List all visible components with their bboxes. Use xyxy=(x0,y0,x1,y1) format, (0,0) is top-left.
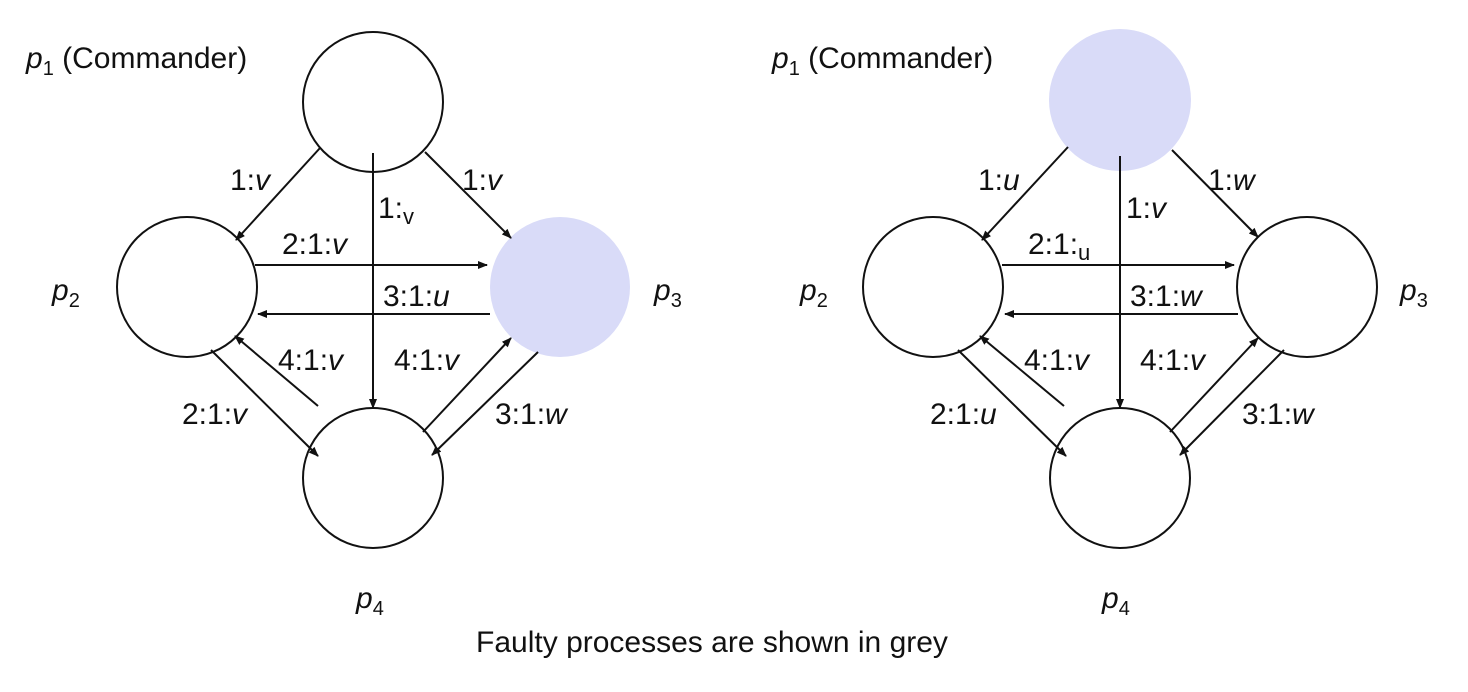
msg-p1-p2-left: 1:v xyxy=(230,164,272,197)
node-p3-left xyxy=(490,217,630,357)
node-p4-right xyxy=(1049,407,1191,549)
diagram-left: p1 (Commander) p2 p3 p4 1:v 1:v 1:v 2:1:… xyxy=(25,31,682,620)
msg-p1-p4-left: 1:v xyxy=(378,192,414,229)
node-p1-right xyxy=(1049,29,1191,171)
label-p4-right: p4 xyxy=(1101,582,1130,620)
label-p3-right: p3 xyxy=(1399,274,1428,312)
msg-p1-p2-right: 1:u xyxy=(978,164,1020,197)
msg-p1-p3-right: 1:w xyxy=(1208,164,1257,197)
msg-p4-p2-right: 4:1:v xyxy=(1024,344,1091,377)
caption: Faulty processes are shown in grey xyxy=(476,626,948,659)
arrow-p4-p2-right xyxy=(979,335,1065,407)
msg-p4-p3-left: 4:1:v xyxy=(394,344,461,377)
msg-p4-p2-left: 4:1:v xyxy=(278,344,345,377)
arrow-p1-p3-left xyxy=(424,151,512,239)
label-p2-right: p2 xyxy=(799,274,828,312)
node-p2-left xyxy=(116,216,258,358)
arrow-p2-p4-left xyxy=(210,349,319,457)
diagram-right: p1 (Commander) p2 p3 p4 1:u 1:v 1:w 2:1:… xyxy=(771,29,1428,620)
arrow-p3-p4-left xyxy=(431,351,539,456)
msg-p2-p4-right: 2:1:u xyxy=(930,398,997,431)
msg-p2-p3-right: 2:1:u xyxy=(1028,228,1090,265)
arrow-p4-p3-right xyxy=(1169,337,1259,433)
msg-p1-p3-left: 1:v xyxy=(462,164,504,197)
arrow-p2-p4-right xyxy=(957,349,1067,457)
node-p1-left xyxy=(302,31,444,173)
label-p1-left: p1 (Commander) xyxy=(25,42,247,80)
msg-p3-p2-left: 3:1:u xyxy=(383,280,450,313)
msg-p3-p4-left: 3:1:w xyxy=(495,398,569,431)
arrow-p1-p2-left xyxy=(235,147,321,241)
msg-p3-p2-right: 3:1:w xyxy=(1130,280,1204,313)
msg-p1-p4-right: 1:v xyxy=(1126,192,1168,225)
label-p3-left: p3 xyxy=(653,274,682,312)
label-p4-left: p4 xyxy=(355,582,384,620)
arrow-p3-p4-right xyxy=(1179,349,1285,456)
msg-p2-p3-left: 2:1:v xyxy=(282,228,349,261)
msg-p2-p4-left: 2:1:v xyxy=(182,398,249,431)
node-p4-left xyxy=(302,407,444,549)
arrow-p1-p3-right xyxy=(1171,149,1259,238)
msg-p3-p4-right: 3:1:w xyxy=(1242,398,1316,431)
node-p3-right xyxy=(1236,216,1378,358)
arrow-p1-p2-right xyxy=(981,146,1069,241)
arrow-p4-p2-left xyxy=(234,335,319,407)
msg-p4-p3-right: 4:1:v xyxy=(1140,344,1207,377)
label-p2-left: p2 xyxy=(51,274,80,312)
arrow-p4-p3-left xyxy=(422,337,512,433)
label-p1-right: p1 (Commander) xyxy=(771,42,993,80)
node-p2-right xyxy=(862,216,1004,358)
